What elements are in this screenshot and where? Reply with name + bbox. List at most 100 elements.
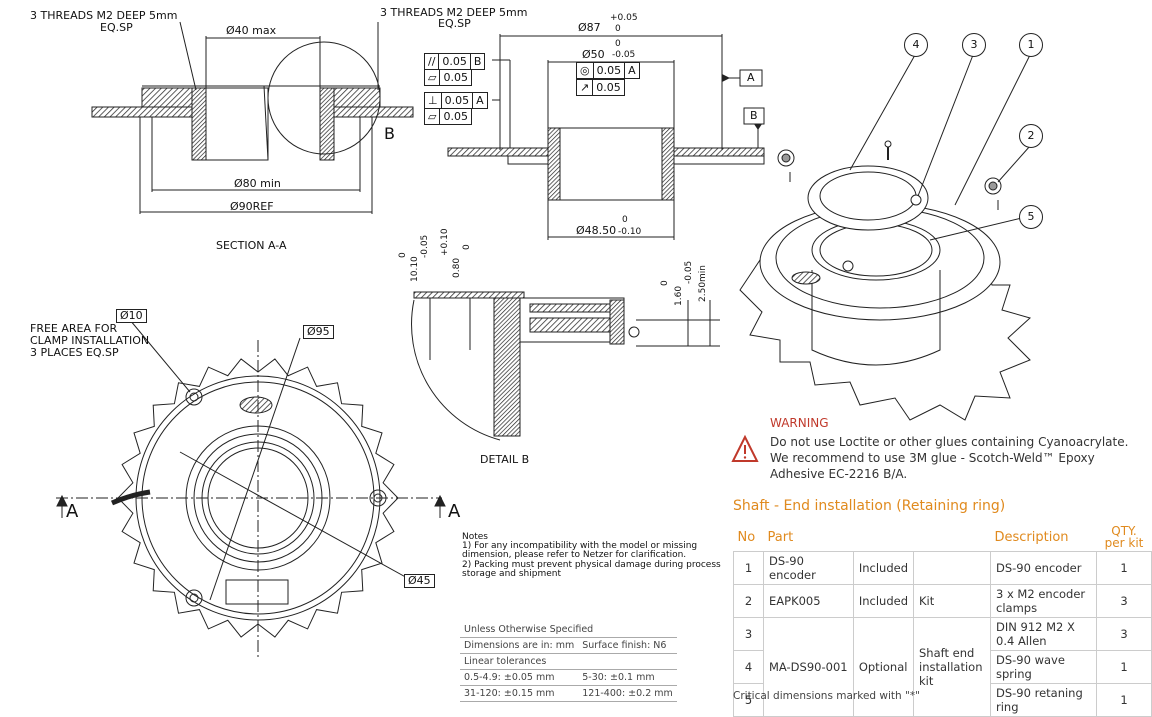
dim-dia10: Ø10 [116, 309, 147, 323]
tol-title: Unless Otherwise Specified [460, 622, 677, 638]
note-line-1: 1) For any incompatibility with the mode… [462, 541, 698, 551]
cell-part: DS-90 encoder [763, 551, 854, 585]
cell-desc: DS-90 retaning ring [990, 683, 1097, 717]
dim-dia90: Ø90REF [230, 200, 274, 213]
datum-a: A [747, 71, 755, 84]
tol-dimensions: Dimensions are in: mm [460, 637, 579, 654]
dim-dia40: Ø40 max [226, 24, 277, 37]
thread-callout-right-sub: EQ.SP [438, 17, 471, 30]
exploded-isometric-view [739, 54, 1032, 421]
top-plan-view [56, 319, 446, 660]
cell-desc: 3 x M2 encoder clamps [990, 584, 1097, 618]
notes-title: Notes [462, 532, 488, 542]
cell-no: 1 [733, 551, 764, 585]
thread-callout-left-sub: EQ.SP [100, 21, 133, 34]
cell-status: Included [852, 584, 915, 618]
tolerance-table: Unless Otherwise Specified Dimensions ar… [460, 622, 677, 702]
dim-dia45: Ø45 [404, 574, 435, 588]
cell-status: Included [852, 551, 915, 585]
col-no: No [737, 529, 756, 545]
balloon-2: 2 [1019, 124, 1043, 148]
free-area-line1: FREE AREA FOR [30, 322, 118, 335]
cell-qty: 1 [1096, 683, 1152, 717]
tol-linear: Linear tolerances [460, 653, 677, 670]
detail-dim2-tol-lo: 0 [462, 244, 472, 250]
dim-dia80: Ø80 min [234, 177, 281, 190]
dia48-tol-lo: -0.10 [618, 227, 642, 237]
thread-callout-right: 3 THREADS M2 DEEP 5mm [380, 6, 528, 19]
tol-cell: 5-30: ±0.1 mm [578, 669, 677, 686]
dia50-tol-up: 0 [615, 39, 621, 49]
cell-desc: DS-90 encoder [990, 551, 1097, 585]
balloon-1: 1 [1019, 33, 1043, 57]
cell-part: EAPK005 [763, 584, 854, 618]
section-aa-view [91, 21, 414, 214]
parts-table: No Part Description QTY.per kit 1 DS-90 … [733, 523, 1152, 717]
section-mark-left: A [66, 501, 79, 522]
table-row: 2 EAPK005 Included Kit 3 x M2 encoder cl… [733, 584, 1152, 618]
balloon-5: 5 [1019, 205, 1043, 229]
section-aa-caption: SECTION A-A [216, 239, 287, 252]
cell-no: 4 [733, 650, 764, 684]
parts-footnote: Critical dimensions marked with "*" [733, 690, 920, 702]
dim-dia50: Ø50 [582, 48, 605, 61]
warning-title: WARNING [770, 416, 829, 430]
free-area-line3: 3 PLACES EQ.SP [30, 346, 119, 359]
note-line-4: storage and shipment [462, 569, 561, 579]
detail-dim4: 2.50min [698, 264, 708, 302]
cell-qty: 1 [1096, 551, 1152, 585]
table-row: 1 DS-90 encoder Included DS-90 encoder 1 [733, 551, 1152, 585]
col-qty: QTY.per kit [1104, 524, 1144, 550]
balloon-4: 4 [904, 33, 928, 57]
fcf-flatness-2: ▱0.05 [424, 108, 472, 125]
dia48-tol-up: 0 [622, 215, 628, 225]
warning-icon [731, 434, 759, 462]
table-row: 3 MA-DS90-001 Optional Shaft end install… [733, 617, 1152, 717]
detail-dim3-tol-up: 0 [660, 280, 670, 286]
fcf-runout: ↗0.05 [576, 79, 625, 96]
table-row: 4 DS-90 wave spring 1 [733, 650, 1152, 684]
note-line-3: 2) Packing must prevent physical damage … [462, 560, 721, 570]
detail-ref-b: B [384, 124, 395, 143]
tol-cell: 0.5-4.9: ±0.05 mm [460, 669, 579, 686]
thread-callout-left: 3 THREADS M2 DEEP 5mm [30, 9, 178, 22]
tol-cell: 121-400: ±0.2 mm [578, 685, 677, 702]
dia87-tol-lo: 0 [615, 24, 621, 34]
balloon-3: 3 [962, 33, 986, 57]
detail-dim3: 1.60 [674, 285, 684, 306]
cell-kit: Shaft end installation kit [913, 617, 991, 717]
detail-dim3-tol-lo: -0.05 [684, 260, 694, 284]
detail-dim2-tol-up: +0.10 [440, 228, 450, 256]
fcf-flatness-1: ▱0.05 [424, 69, 472, 86]
detail-dim2: 0.80 [452, 257, 462, 278]
cell-kit [913, 551, 991, 585]
cell-qty: 3 [1096, 617, 1152, 651]
dim-dia95: Ø95 [303, 325, 334, 339]
dim-dia48: Ø48.50 [576, 224, 617, 237]
tol-finish: Surface finish: N6 [578, 637, 677, 654]
dia50-tol-lo: -0.05 [612, 50, 636, 60]
parts-title: Shaft - End installation (Retaining ring… [733, 498, 1006, 514]
cell-no: 2 [733, 584, 764, 618]
cell-status: Optional [852, 617, 915, 717]
cell-kit: Kit [913, 584, 991, 618]
col-description: Description [994, 529, 1069, 545]
cell-qty: 3 [1096, 584, 1152, 618]
note-line-2: dimension, please refer to Netzer for cl… [462, 550, 687, 560]
detail-b-caption: DETAIL B [480, 453, 530, 466]
free-area-line2: CLAMP INSTALLATION [30, 334, 150, 347]
detail-dim1: 10.10 [410, 256, 420, 282]
datum-b: B [750, 109, 758, 122]
dia87-tol-up: +0.05 [610, 13, 638, 23]
warning-line-2: We recommend to use 3M glue - Scotch-Wel… [770, 451, 1095, 465]
warning-line-1: Do not use Loctite or other glues contai… [770, 435, 1129, 449]
cell-no: 3 [733, 617, 764, 651]
cell-desc: DS-90 wave spring [990, 650, 1097, 684]
dim-dia87: Ø87 [578, 21, 601, 34]
cell-desc: DIN 912 M2 X 0.4 Allen [990, 617, 1097, 651]
section-mark-right: A [448, 501, 461, 522]
